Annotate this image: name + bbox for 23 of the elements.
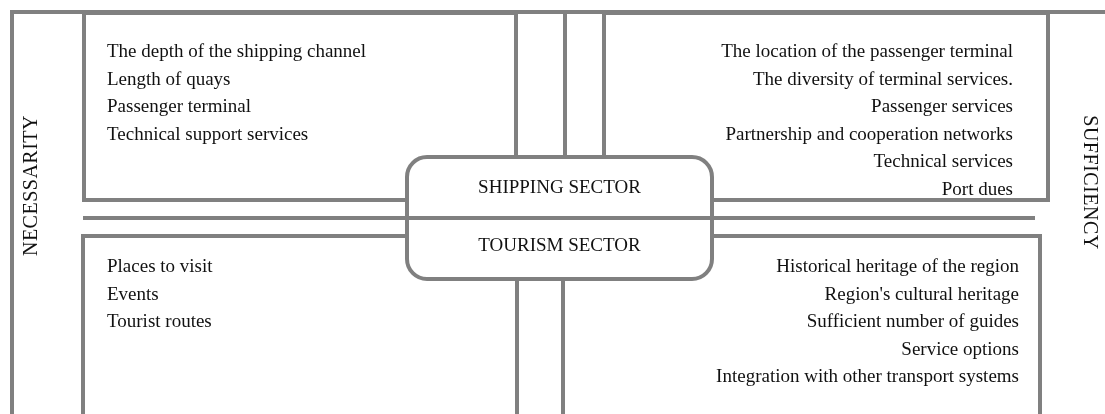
factor-item: Integration with other transport systems (716, 364, 1019, 388)
axis-label: SUFFICIENCY (1078, 114, 1102, 250)
factor-item: The depth of the shipping channel (107, 39, 367, 63)
factor-item: Places to visit (107, 254, 213, 278)
factor-item: Passenger services (870, 94, 1013, 118)
factor-item: Historical heritage of the region (775, 254, 1019, 278)
sector-title: SHIPPING SECTOR (477, 176, 642, 198)
factor-item: Port dues (940, 176, 1013, 201)
factor-item: Sufficient number of guides (805, 309, 1019, 333)
factor-item: Technical support services (107, 121, 310, 146)
factor-item: The location of the passenger terminal (721, 39, 1013, 63)
sector-box (405, 155, 714, 281)
factor-item: Partnership and cooperation networks (724, 121, 1013, 146)
factor-item: Passenger terminal (107, 94, 253, 118)
factor-item: Tourist routes (107, 309, 213, 333)
factor-item: Length of quays (107, 66, 232, 91)
factor-item: Technical services (872, 149, 1013, 173)
factor-item: Region's cultural heritage (823, 281, 1019, 306)
sector-title: TOURISM SECTOR (477, 234, 642, 256)
factor-item: Service options (900, 336, 1019, 361)
factor-item: Events (107, 281, 160, 306)
factor-item: The diversity of terminal services. (751, 66, 1013, 91)
axis-label: NECESSARITY (18, 114, 42, 256)
